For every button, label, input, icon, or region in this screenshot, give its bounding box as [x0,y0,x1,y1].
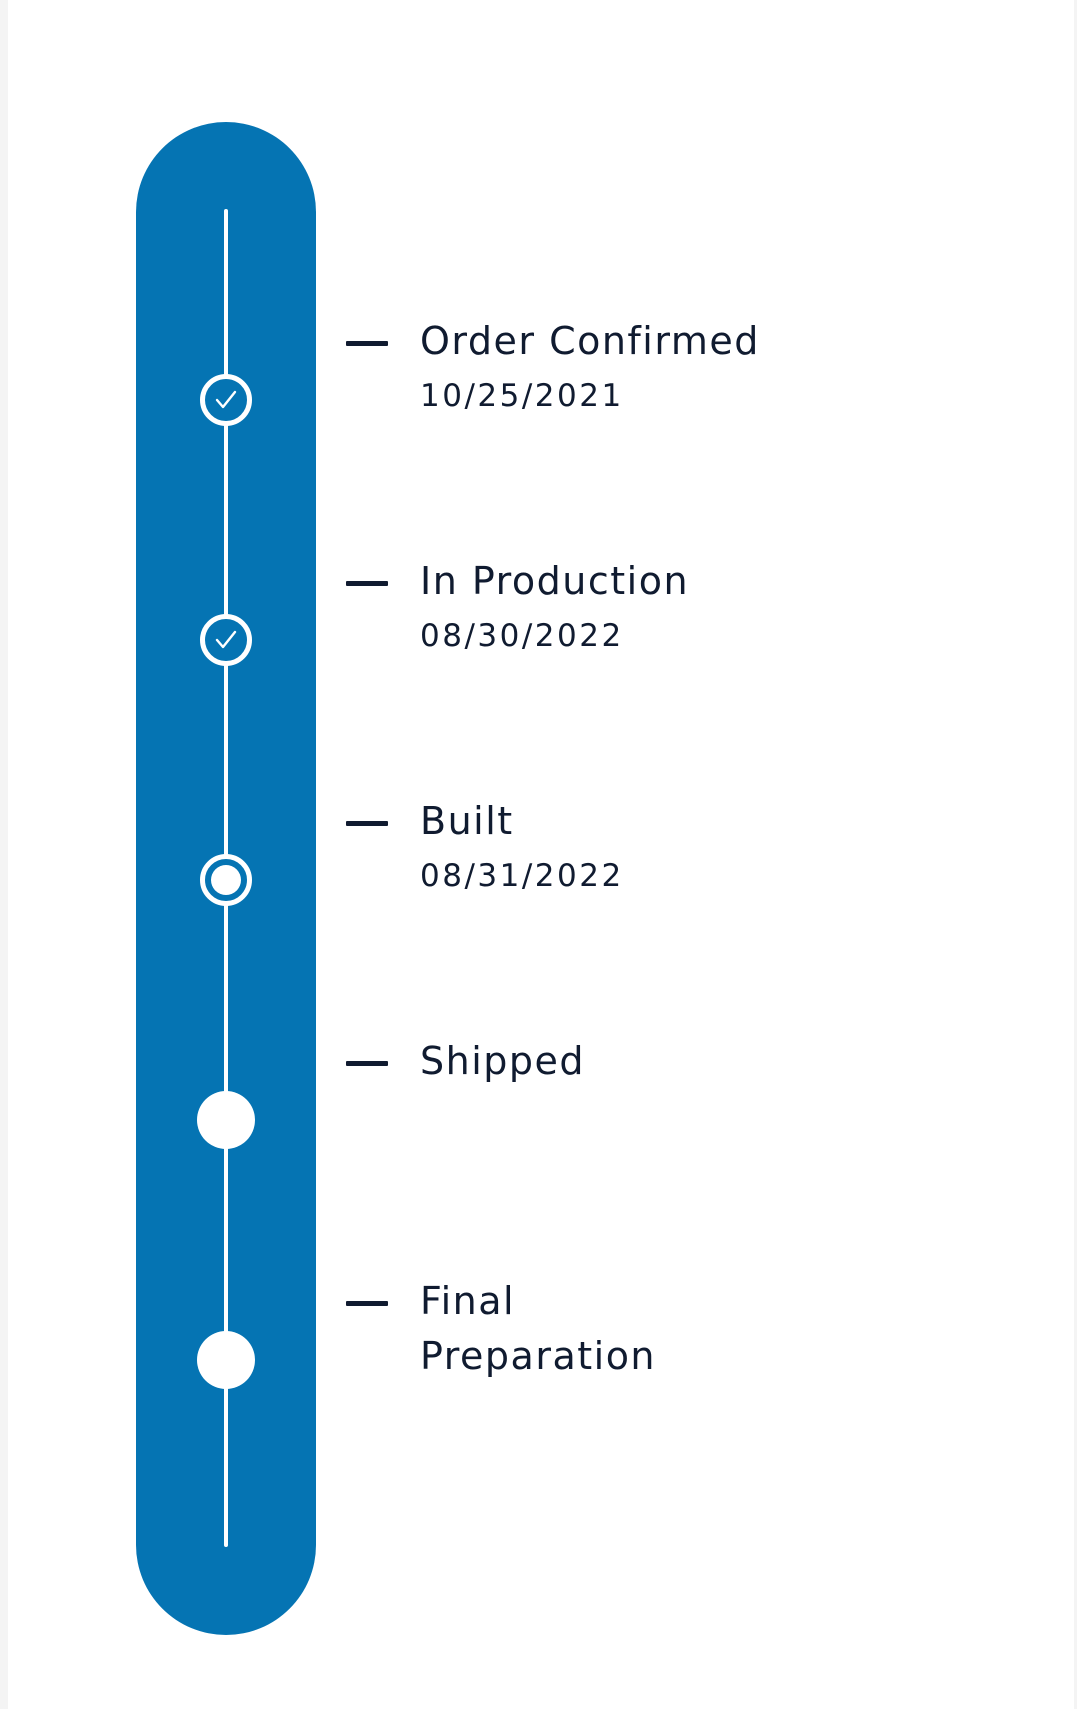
step-order-confirmed-label: Order Confirmed [420,319,760,363]
step-in-production-check-icon [200,614,252,666]
step-built-date: 08/31/2022 [420,858,624,894]
step-order-confirmed-date: 10/25/2021 [420,378,624,414]
step-dash-icon [346,581,388,586]
step-order-confirmed-check-icon [200,374,252,426]
step-dash-icon [346,1061,388,1066]
step-shipped-dot-icon [197,1091,255,1149]
step-built-label: Built [420,799,514,843]
order-tracker-page: Order Confirmed 10/25/2021 In Production… [8,0,1074,1709]
current-dot-icon [211,865,241,895]
step-final-preparation-dot-icon [197,1331,255,1389]
step-built-ring-icon [200,854,252,906]
step-dash-icon [346,341,388,346]
step-final-preparation-label: Final [420,1279,516,1323]
step-shipped-label: Shipped [420,1039,586,1083]
step-in-production-label: In Production [420,559,690,603]
step-final-preparation-label-line2: Preparation [420,1334,657,1378]
step-dash-icon [346,1301,388,1306]
step-dash-icon [346,821,388,826]
step-in-production-date: 08/30/2022 [420,618,624,654]
